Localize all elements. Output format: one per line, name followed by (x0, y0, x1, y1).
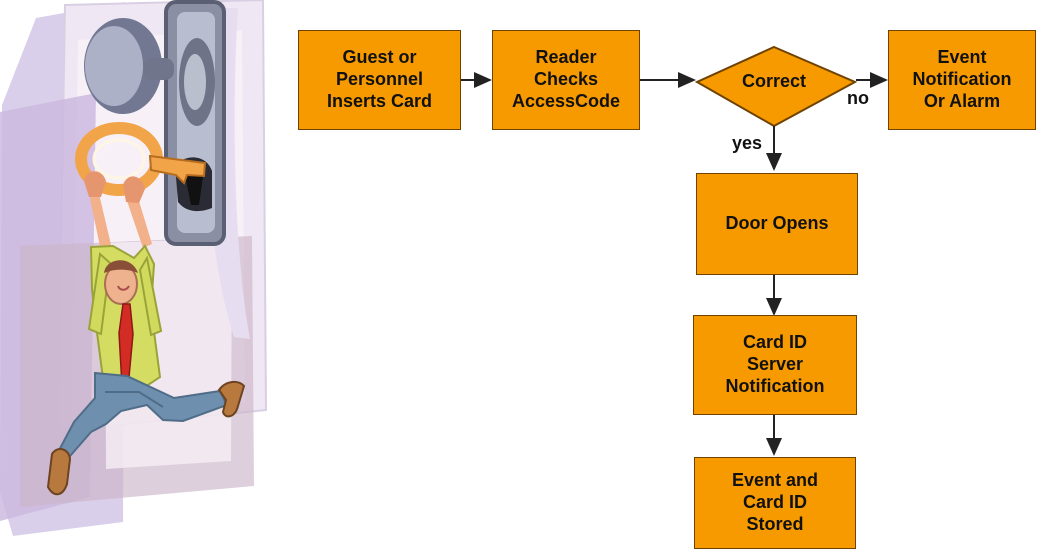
reader-checks-accesscode-node: Reader Checks AccessCode (492, 30, 640, 130)
guest-inserts-card-node: Guest or Personnel Inserts Card (298, 30, 461, 130)
key-illustration (75, 122, 207, 196)
correct-decision-label: Correct (741, 71, 807, 91)
yes-edge-label: yes (732, 133, 763, 153)
door-opens-node: Door Opens (696, 173, 858, 275)
no-edge-label: no (847, 88, 869, 108)
hanging-man-illustration (46, 171, 246, 496)
door-lock-illustration (84, 0, 226, 246)
event-card-id-stored-node: Event and Card ID Stored (694, 457, 856, 549)
card-id-server-notification-node: Card ID Server Notification (693, 315, 857, 415)
event-notification-alarm-node: Event Notification Or Alarm (888, 30, 1036, 130)
key-door-illustration (0, 0, 268, 536)
